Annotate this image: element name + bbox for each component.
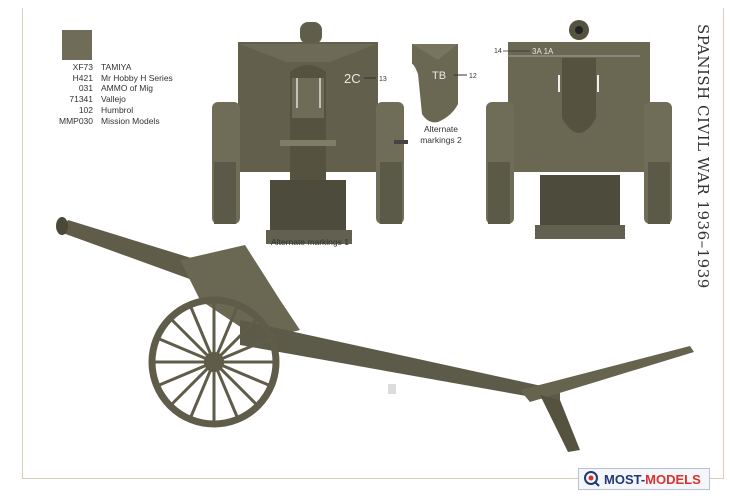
- caption-alternate-markings-2: Alternate markings 2: [420, 124, 462, 145]
- front-marking: 2C: [344, 71, 361, 86]
- magnifier-target-icon: [584, 471, 600, 487]
- caption-alternate-markings-1: Alternate markings 1: [271, 237, 349, 247]
- side-view-drawing: [56, 217, 694, 452]
- callout-14: 14: [494, 48, 502, 55]
- shield-inset-drawing: [412, 44, 458, 123]
- side-title: SPANISH CIVIL WAR 1936–1939: [694, 24, 712, 289]
- callout-12: 12: [469, 73, 477, 80]
- callout-13: 13: [379, 76, 387, 83]
- paint-swatch: [62, 30, 92, 60]
- front-view-drawing: [212, 22, 408, 244]
- rear-view-drawing: [486, 20, 672, 239]
- rear-marking: 3A 1A: [532, 47, 554, 56]
- shield-marking: TB: [432, 70, 446, 82]
- most-models-logo: MOST-MODELS: [578, 468, 710, 490]
